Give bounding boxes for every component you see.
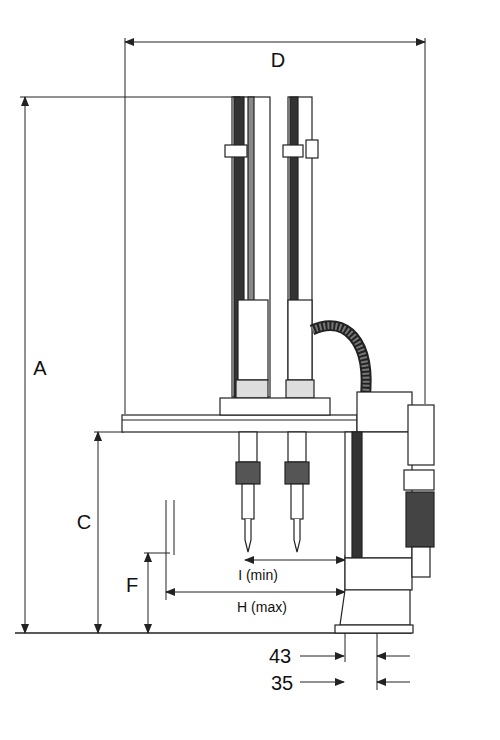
dimension-label: 43 (267, 645, 293, 667)
dimension-label: I (min) (236, 568, 280, 583)
dimension-lines (15, 38, 425, 690)
dimension-label: 35 (269, 672, 295, 694)
dimension-label: D (269, 49, 287, 71)
robot-body (122, 97, 434, 633)
dimension-label: F (124, 574, 140, 596)
dimension-label: H (max) (235, 600, 289, 615)
dimension-label: C (75, 511, 93, 533)
dimension-label: A (31, 357, 48, 379)
